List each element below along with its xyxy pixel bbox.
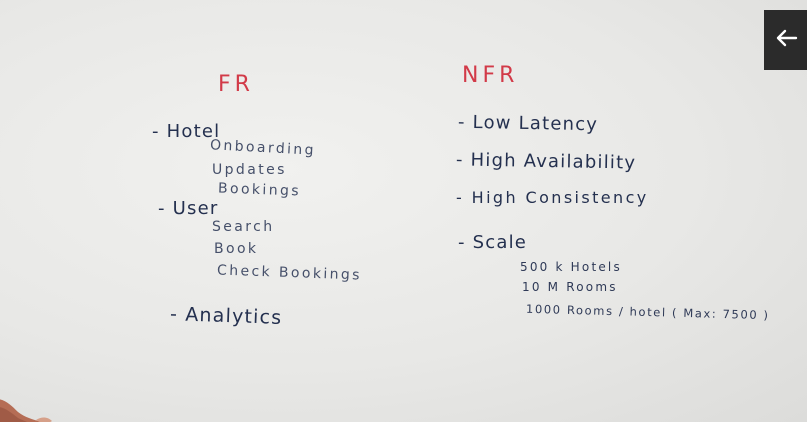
fr-title: FR [218,72,254,97]
fr-user-item-check-bookings: Check Bookings [216,262,363,284]
fr-user-item-search: Search [212,219,275,235]
fr-user-label: - User [158,198,219,219]
nfr-scale-rooms-per-hotel: 1000 Rooms / hotel ( Max: 7500 ) [525,301,770,323]
nfr-scale-rooms: 10 M Rooms [522,280,618,294]
nfr-scale-hotels: 500 k Hotels [520,260,622,274]
nfr-item-high-availability: - High Availability [455,149,637,174]
fr-user-item-book: Book [214,241,259,257]
fr-hotel-item-updates: Updates [212,162,287,178]
nfr-item-scale: - Scale [458,232,528,253]
fr-analytics: - Analytics [169,303,283,329]
nfr-title: NFR [462,63,519,88]
nfr-item-low-latency: - Low Latency [457,111,599,136]
fr-hotel-item-onboarding: Onboarding [209,137,317,159]
nfr-item-high-consistency: - High Consistency [456,188,649,207]
hand-image [0,399,52,422]
fr-hotel-label: - Hotel [152,121,221,142]
arrow-left-icon [774,28,798,52]
fr-hotel-item-bookings: Bookings [217,180,302,200]
back-button[interactable] [764,10,807,70]
